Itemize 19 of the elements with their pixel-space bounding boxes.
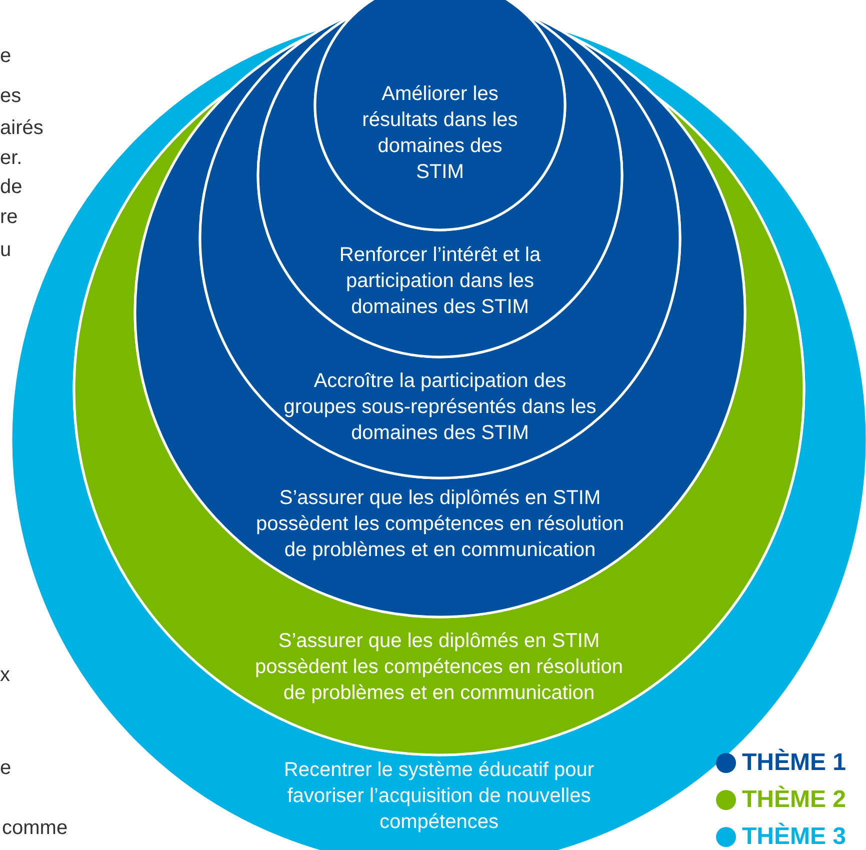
legend-label: THÈME 2: [742, 786, 846, 813]
text-fragment: u: [0, 238, 12, 262]
goal-text: Renforcer l’intérêt et la participation dans les domaines des STIM: [338, 243, 542, 320]
goal-text: Recentrer le système éducatif pour favoriser l’acquisition de nouvelles compétences: [282, 758, 596, 835]
text-fragment: airés: [0, 116, 44, 140]
text-fragment: de: [0, 175, 22, 199]
text-fragment: er.: [0, 146, 22, 170]
goal-text: Améliorer les résultats dans les domaines des STIM: [361, 82, 519, 185]
legend-label: THÈME 1: [742, 749, 846, 776]
legend-label: THÈME 3: [742, 823, 846, 850]
text-fragment: x: [0, 663, 10, 687]
goal-text: S’assurer que les diplômés en STIM possèdent les compétences en résolution de problèmes et en communication: [255, 486, 625, 563]
text-fragment: comme: [2, 816, 68, 840]
text-fragment: es: [0, 84, 22, 108]
text-fragment: e: [0, 756, 12, 780]
goal-text: Accroître la participation des groupes sous-représentés dans les domaines des STIM: [282, 369, 598, 446]
text-fragment: e: [0, 44, 12, 68]
text-fragment: re: [0, 205, 18, 229]
goal-text: S’assurer que les diplômés en STIM possèdent les compétences en résolution de problèmes et en communication: [254, 629, 624, 706]
